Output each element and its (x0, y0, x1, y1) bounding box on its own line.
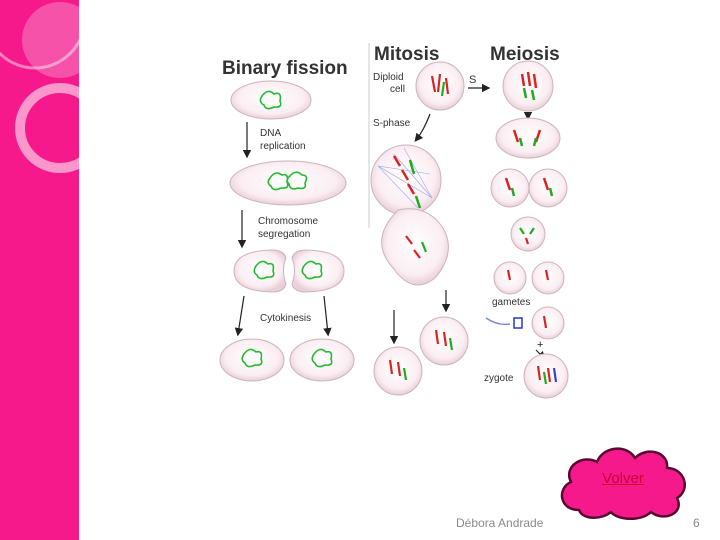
meiosis-cell (496, 118, 560, 158)
footer-author: Débora Andrade (456, 516, 543, 530)
step-label-chromosome: Chromosome (258, 216, 318, 227)
slide-number: 6 (693, 516, 700, 530)
decorative-circles (0, 0, 79, 540)
plus-sign: + (537, 339, 543, 351)
sperm-tail (486, 318, 510, 324)
diploid-cell (416, 62, 464, 110)
sperm-head (514, 318, 522, 328)
step-label-dna: DNA (260, 128, 281, 139)
label-s: S (469, 74, 476, 86)
label-diploid: Diploid (373, 72, 404, 83)
mitosis-daughter-cell (374, 347, 422, 395)
meiosis-cell (511, 217, 545, 251)
step-arrow (238, 296, 244, 334)
zygote-cell (524, 354, 568, 398)
label-gametes: gametes (492, 297, 530, 308)
sidebar-decoration (0, 0, 79, 540)
daughter-cell (290, 339, 354, 381)
step-label-replication: replication (260, 141, 306, 152)
step-label-segregation: segregation (258, 229, 310, 240)
cell-division-diagram: Binary fission Mitosis Meiosis DNA repli… (218, 38, 570, 400)
anaphase-cell (382, 209, 449, 285)
label-s-phase: S-phase (373, 118, 411, 129)
daughter-cell (220, 339, 284, 381)
metaphase-cell (371, 145, 441, 215)
meiosis-cell (503, 61, 553, 111)
dividing-cell-right (292, 250, 344, 292)
volver-button[interactable]: Volver (553, 440, 693, 522)
step-arrow (416, 114, 430, 140)
bacterium-cell (231, 81, 311, 119)
step-label-cytokinesis: Cytokinesis (260, 313, 311, 324)
step-arrow (324, 296, 328, 334)
mitosis-title: Mitosis (374, 44, 439, 65)
egg-cell (532, 307, 564, 339)
dividing-cell-left (234, 250, 286, 292)
volver-link[interactable]: Volver (553, 470, 693, 487)
binary-fission-title: Binary fission (222, 58, 348, 79)
label-cell: cell (390, 84, 405, 95)
mitosis-daughter-cell (420, 317, 468, 365)
label-zygote: zygote (484, 373, 514, 384)
